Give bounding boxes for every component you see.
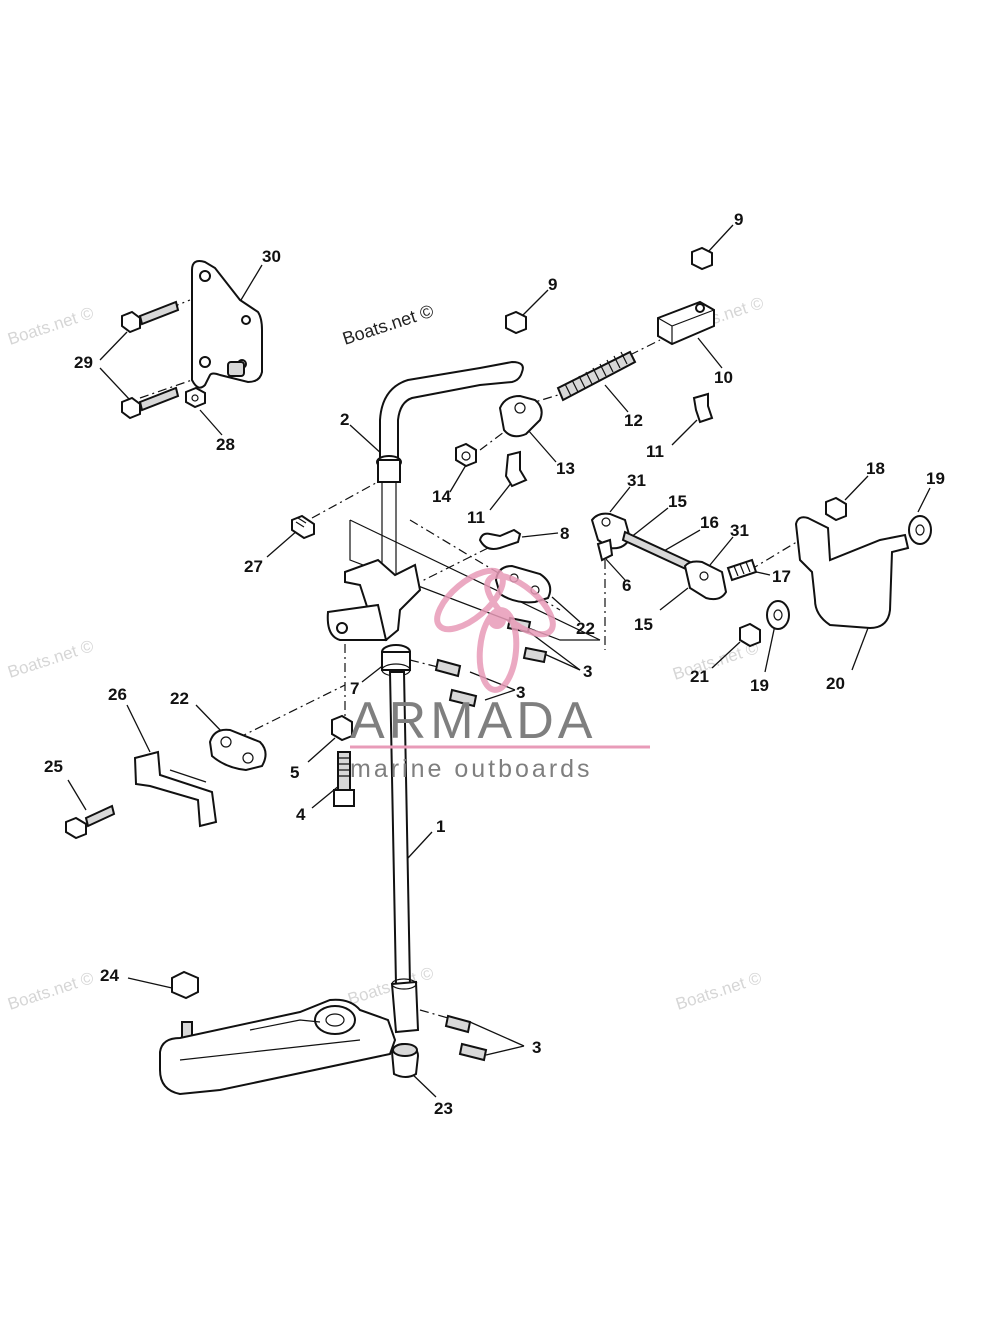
nut — [455, 442, 477, 468]
brand-name: ARMADA — [350, 692, 596, 750]
watermark-text: Boats.net © — [345, 963, 436, 1009]
part-number-label: 16 — [700, 513, 719, 532]
nut — [691, 246, 713, 271]
part-number-label: 22 — [576, 619, 595, 638]
pin — [504, 450, 528, 488]
brand-tagline: marine outboards — [350, 755, 593, 783]
part-number-label: 18 — [866, 459, 885, 478]
washer — [766, 600, 790, 630]
part-number-label: 14 — [432, 487, 451, 506]
watermark-text: Boats.net © — [5, 968, 96, 1014]
part-number-label: 4 — [296, 805, 306, 824]
nut — [739, 622, 761, 648]
watermark-text: Boats.net © — [673, 968, 764, 1014]
pin — [692, 392, 714, 424]
part-number-label: 29 — [74, 353, 93, 372]
part-number-label: 27 — [244, 557, 263, 576]
part-number-label: 2 — [340, 410, 349, 429]
part-number-label: 7 — [350, 679, 359, 698]
part-number-label: 25 — [44, 757, 63, 776]
part-number-label: 6 — [622, 576, 631, 595]
clamp — [498, 394, 543, 438]
pin — [522, 646, 548, 664]
part-number-label: 31 — [730, 521, 749, 540]
part-number-label: 10 — [714, 368, 733, 387]
nut — [505, 310, 527, 335]
part-labels: 30 29 28 2 27 9 9 10 12 11 11 13 14 8 31… — [44, 210, 945, 1118]
part-number-label: 20 — [826, 674, 845, 693]
part-number-label: 13 — [556, 459, 575, 478]
screw — [65, 816, 87, 840]
part-number-label: 9 — [548, 275, 557, 294]
bracket-plate — [191, 260, 263, 389]
pin — [444, 1014, 472, 1034]
propeller-icon — [434, 567, 556, 693]
pin — [458, 1042, 488, 1062]
part-number-label: 9 — [734, 210, 743, 229]
lever-arm — [159, 998, 397, 1096]
screw — [121, 386, 180, 420]
watermark-text: Boats.net © — [5, 636, 96, 682]
part-number-label: 22 — [170, 689, 189, 708]
parts — [65, 246, 932, 1096]
nut — [171, 970, 199, 1000]
part-number-label: 5 — [290, 763, 299, 782]
part-number-label: 11 — [467, 508, 485, 527]
part-number-label: 11 — [646, 442, 664, 461]
watermark-text: Boats.net © — [340, 301, 436, 349]
part-number-label: 3 — [583, 662, 592, 681]
screw — [596, 538, 614, 562]
part-number-label: 24 — [100, 966, 119, 985]
part-number-label: 21 — [690, 667, 709, 686]
bracket — [794, 516, 910, 630]
part-number-label: 3 — [532, 1038, 541, 1057]
part-number-label: 1 — [436, 817, 445, 836]
pin — [448, 688, 478, 708]
bracket — [133, 750, 218, 828]
part-number-label: 15 — [634, 615, 653, 634]
brand-watermark: ARMADA marine outboards — [350, 567, 650, 783]
washer — [908, 515, 932, 545]
nut — [185, 386, 206, 409]
part-number-label: 3 — [516, 683, 525, 702]
clamp-half — [208, 728, 267, 772]
part-number-label: 8 — [560, 524, 569, 543]
part-number-label: 15 — [668, 492, 687, 511]
part-number-label: 17 — [772, 567, 791, 586]
nut — [331, 714, 353, 742]
part-number-label: 30 — [262, 247, 281, 266]
pin — [434, 658, 462, 678]
screw — [121, 300, 180, 334]
part-number-label: 23 — [434, 1099, 453, 1118]
nut — [825, 496, 847, 522]
part-number-label: 28 — [216, 435, 235, 454]
part-number-label: 19 — [926, 469, 945, 488]
part-number-label: 26 — [108, 685, 127, 704]
part-number-label: 31 — [627, 471, 646, 490]
part-number-label: 19 — [750, 676, 769, 695]
shift-lever — [379, 360, 524, 466]
part-number-label: 12 — [624, 411, 643, 430]
watermark-text: Boats.net © — [5, 303, 96, 349]
pin — [478, 528, 522, 550]
